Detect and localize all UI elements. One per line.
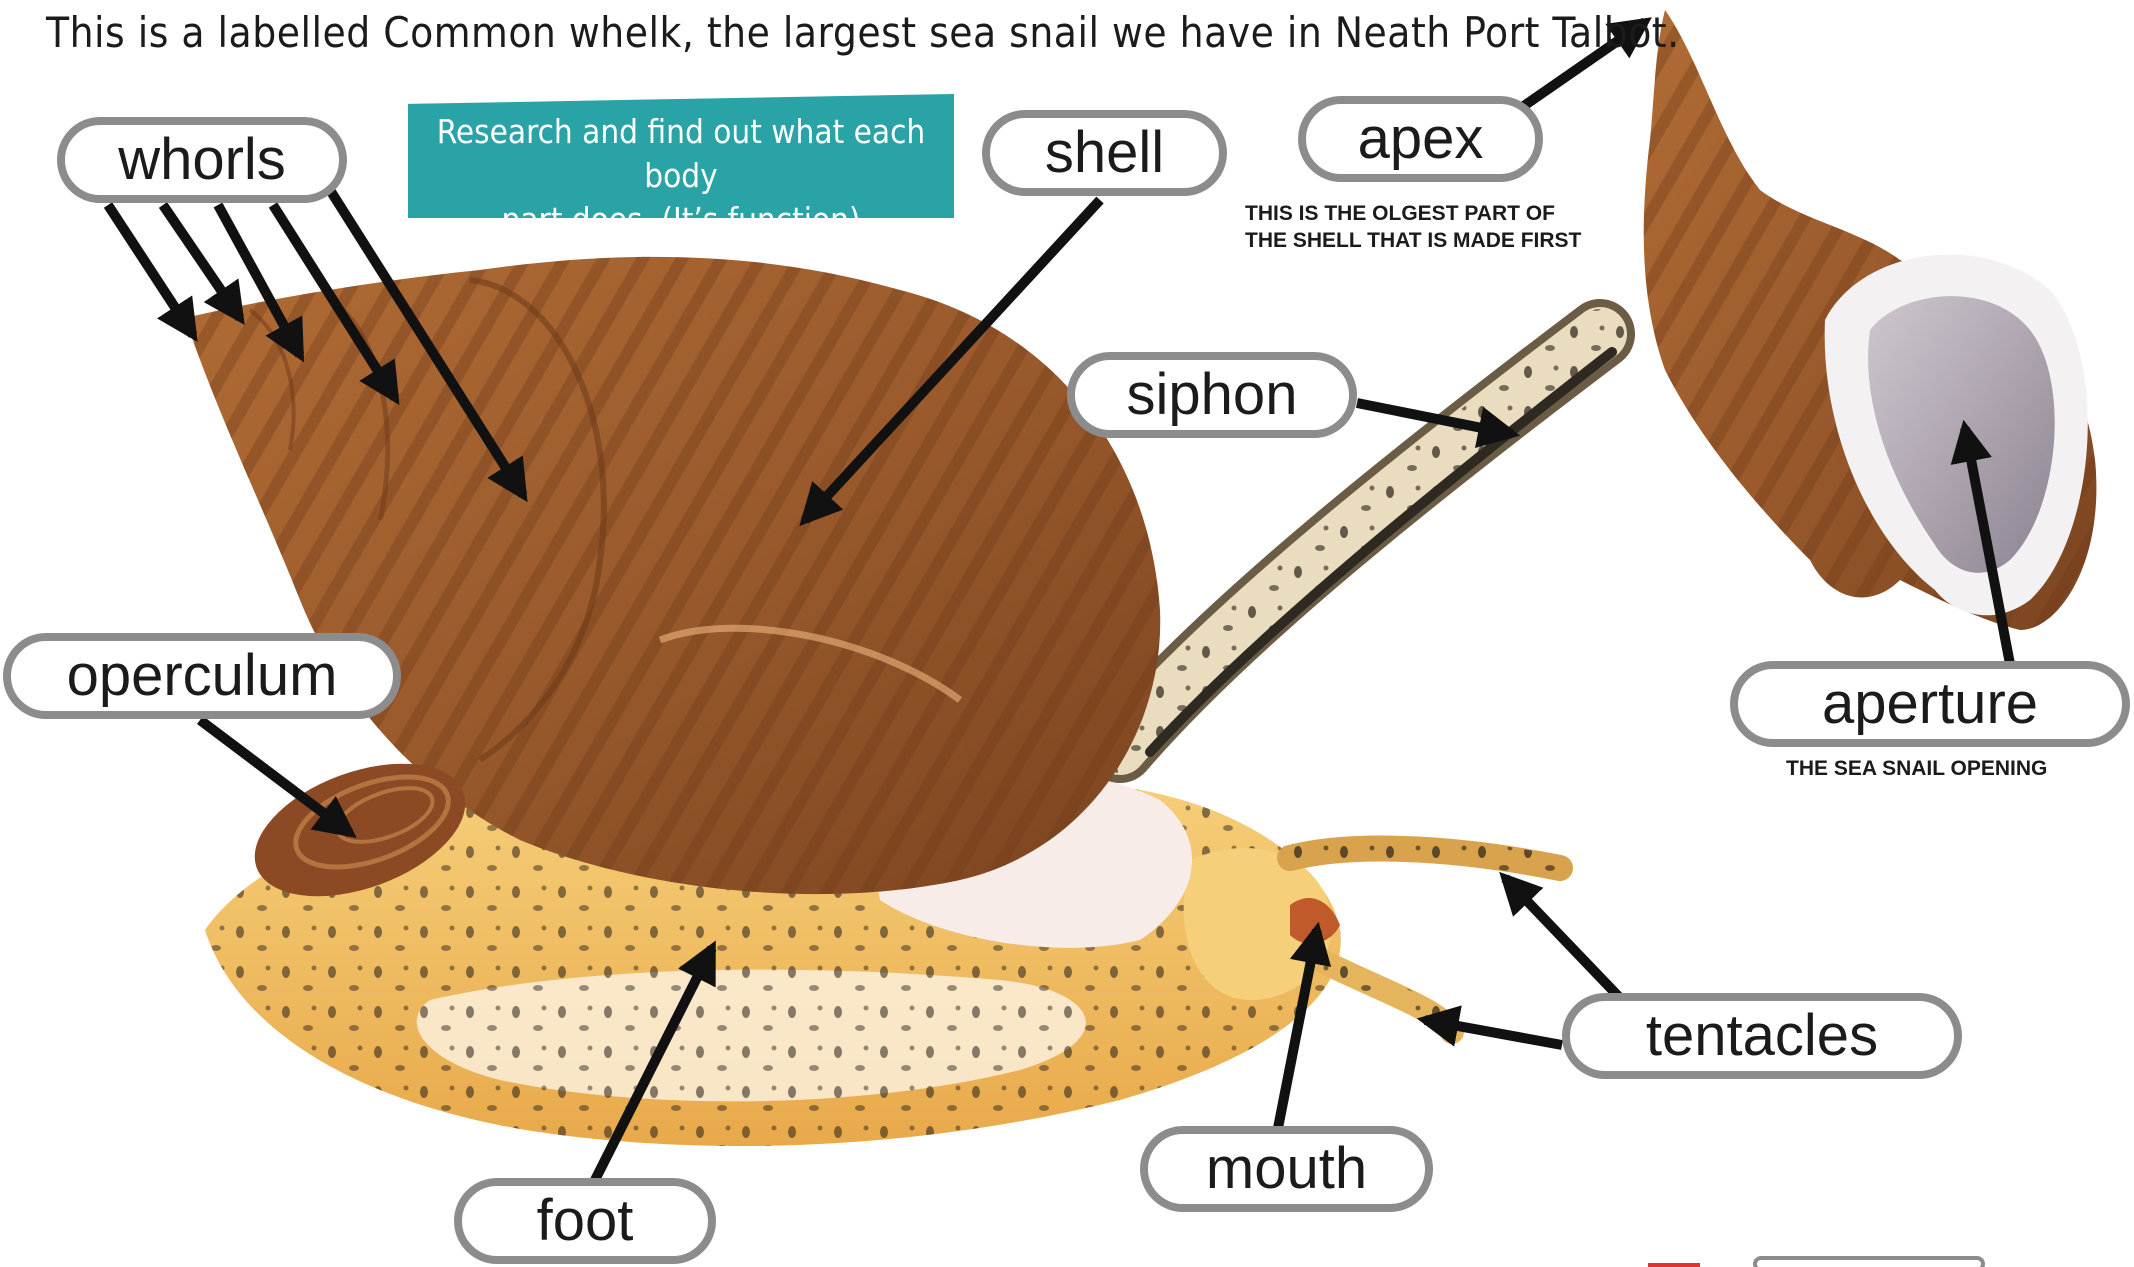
banner-line-2: part does. (It’s function): [408, 198, 954, 242]
instruction-banner-text: Research and find out what each body par…: [408, 110, 954, 242]
label-foot: foot: [454, 1178, 716, 1264]
label-aperture: aperture: [1730, 661, 2130, 747]
main-whelk: [185, 257, 1612, 1146]
label-mouth: mouth: [1140, 1126, 1433, 1212]
apex-note-line-2: THE SHELL THAT IS MADE FIRST: [1245, 227, 1581, 254]
label-tentacles: tentacles: [1562, 993, 1962, 1079]
cut-off-label-box: [1755, 1258, 1983, 1267]
label-operculum: operculum: [3, 633, 401, 719]
label-apex: apex: [1298, 96, 1543, 182]
label-whorls: whorls: [57, 117, 347, 203]
page-title: This is a labelled Common whelk, the lar…: [46, 8, 1680, 57]
shell-side-view: [1644, 10, 2097, 630]
arrow-tentacles-upper: [1505, 878, 1620, 998]
apex-note-line-1: THIS IS THE OLGEST PART OF: [1245, 200, 1581, 227]
apex-note: THIS IS THE OLGEST PART OF THE SHELL THA…: [1245, 200, 1581, 254]
aperture-note: THE SEA SNAIL OPENING: [1786, 755, 2047, 782]
label-shell: shell: [982, 110, 1227, 196]
label-siphon: siphon: [1067, 352, 1357, 438]
banner-line-1: Research and find out what each body: [408, 110, 954, 198]
